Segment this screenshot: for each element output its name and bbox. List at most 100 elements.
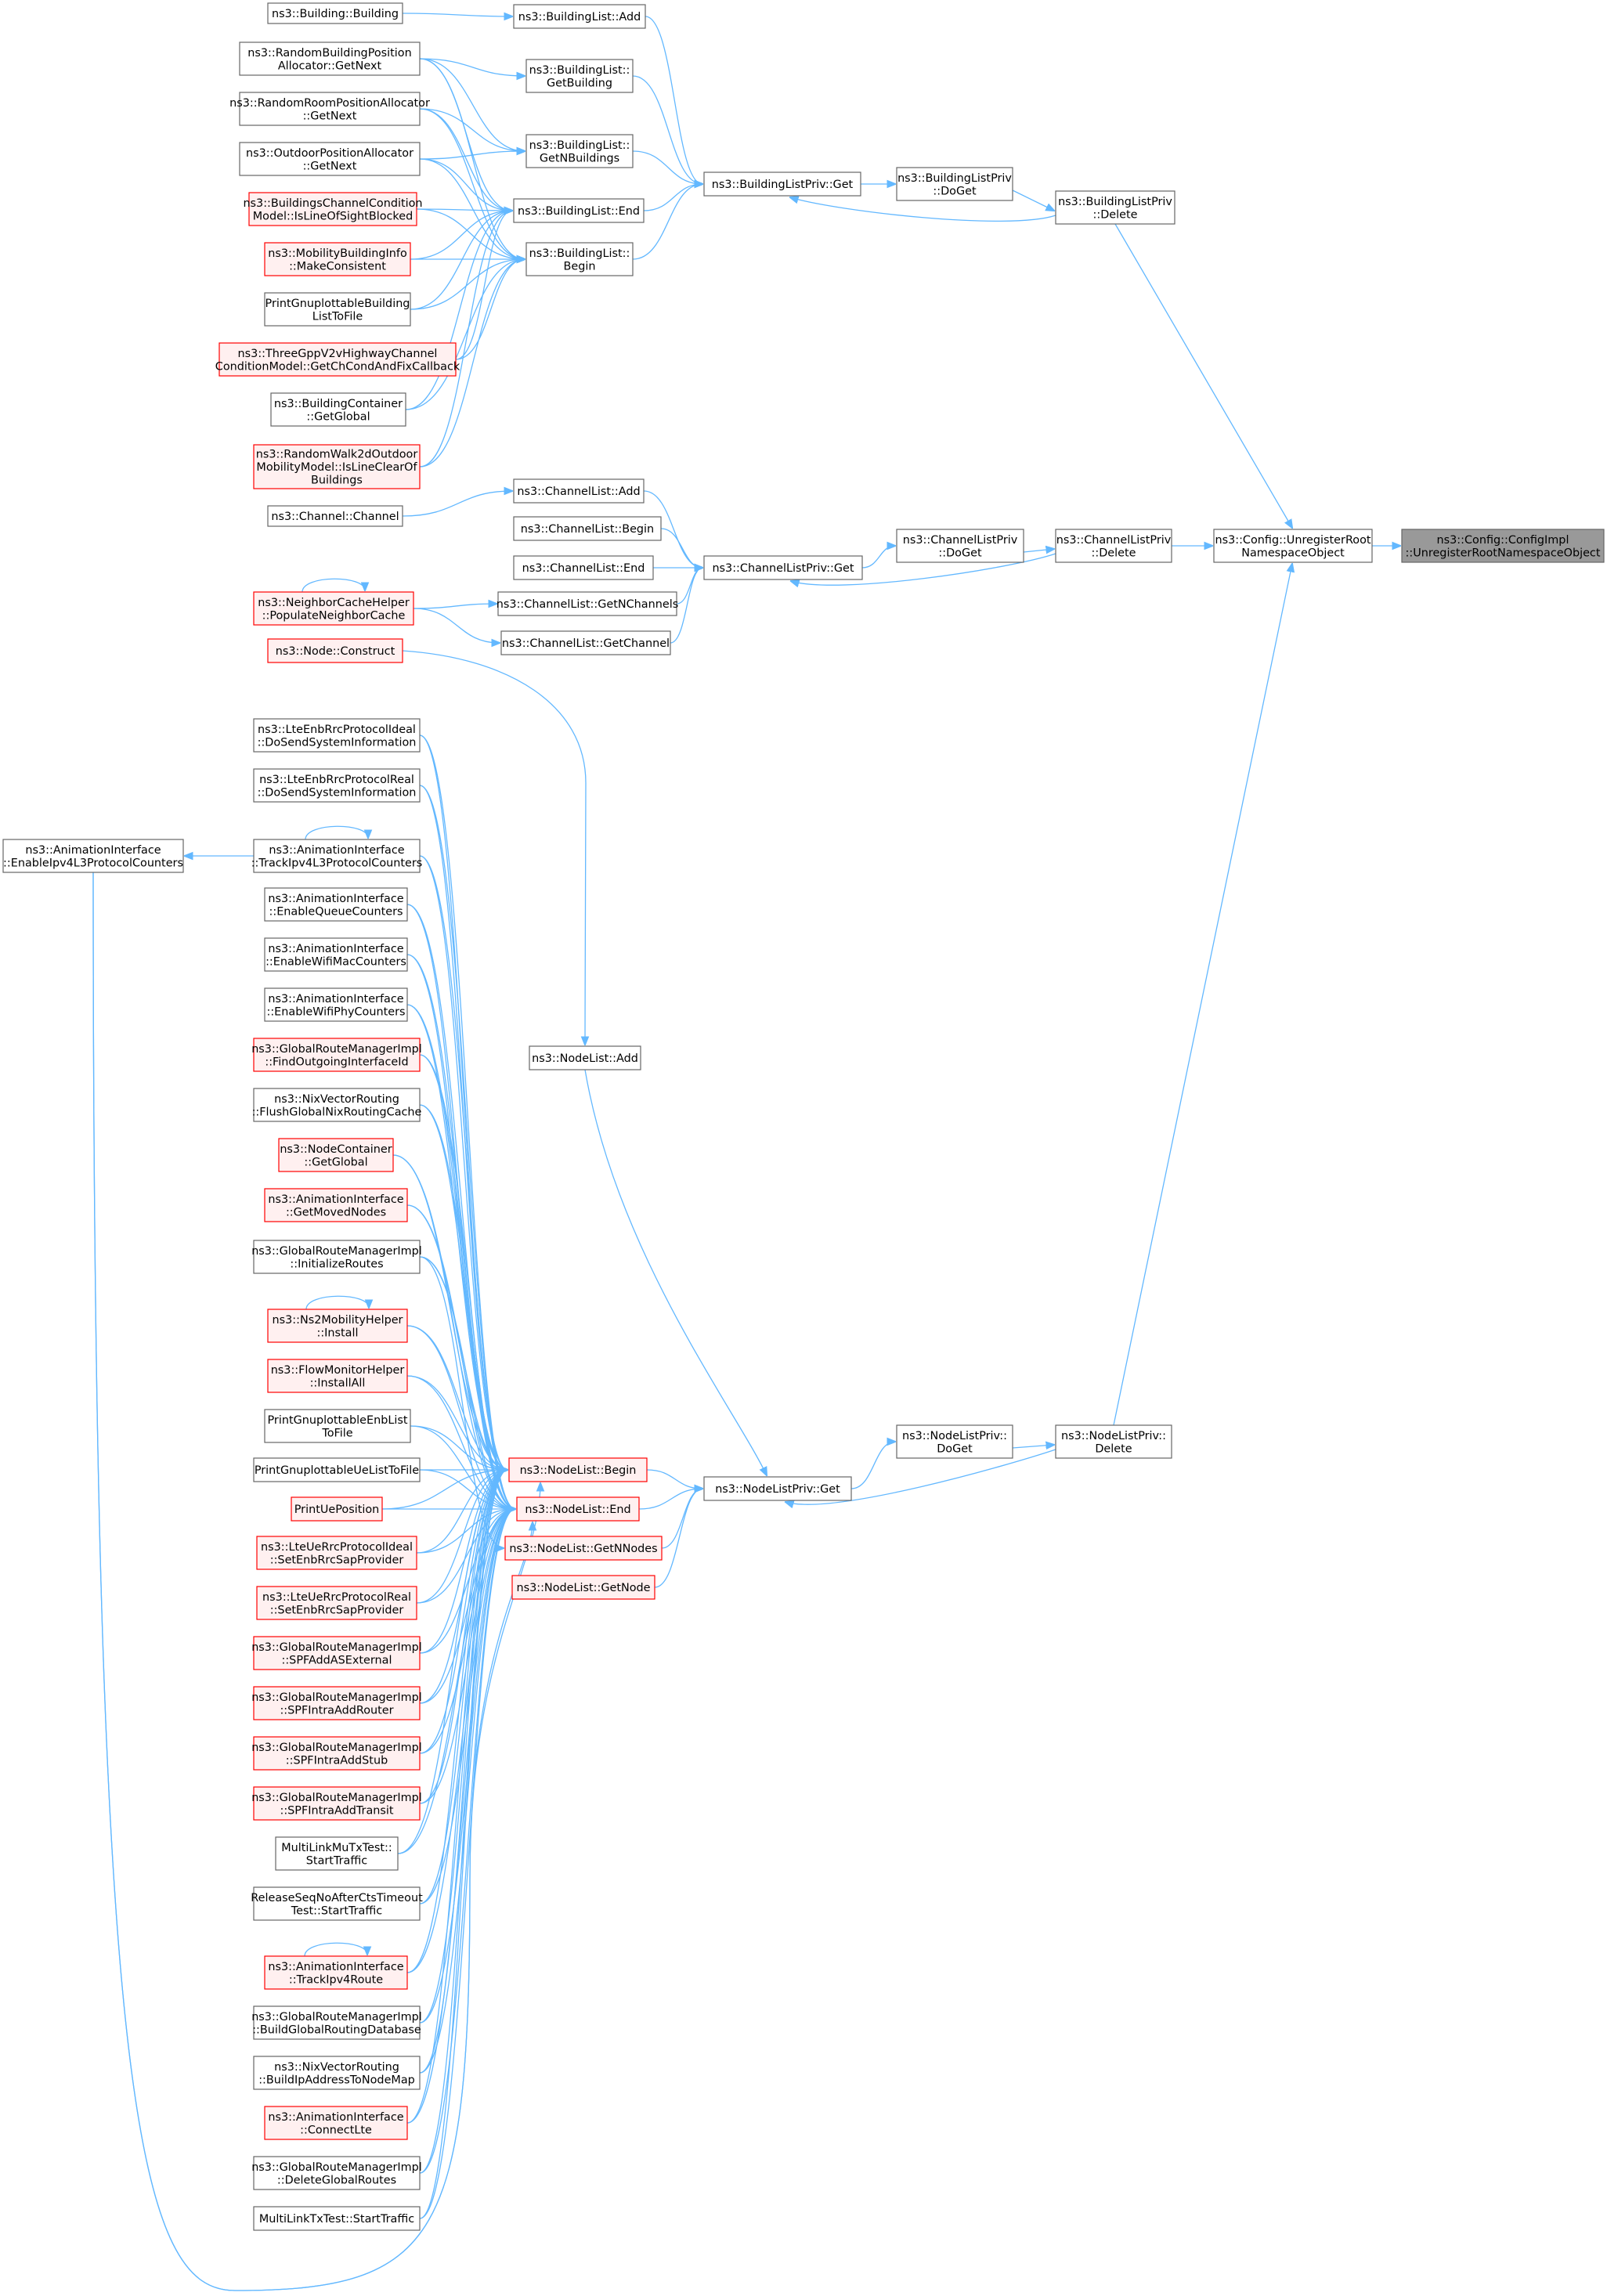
node-mbi[interactable]: ns3::MobilityBuildingInfo::MakeConsisten… — [264, 242, 411, 276]
node-ai-enable-ipv4[interactable]: ns3::AnimationInterface::EnableIpv4L3Pro… — [2, 839, 184, 873]
node-blp-delete[interactable]: ns3::BuildingListPriv::Delete — [1055, 190, 1175, 225]
node-box — [264, 887, 408, 922]
node-nl-begin[interactable]: ns3::NodeList::Begin — [508, 1457, 648, 1482]
node-bl-getbuilding[interactable]: ns3::BuildingList::GetBuilding — [525, 59, 634, 93]
node-bl-begin[interactable]: ns3::BuildingList::Begin — [525, 242, 634, 276]
node-nlp-get[interactable]: ns3::NodeListPriv::Get — [703, 1476, 852, 1501]
node-label: ns3::NodeList::Add — [532, 1052, 638, 1065]
node-ai-wifiphy[interactable]: ns3::AnimationInterface::EnableWifiPhyCo… — [264, 987, 408, 1022]
edge-blp_delete-to-blp_get — [790, 197, 1056, 222]
node-ns2-install[interactable]: ns3::Ns2MobilityHelper::Install — [267, 1309, 408, 1343]
node-grm-router[interactable]: ns3::GlobalRouteManagerImpl::SPFIntraAdd… — [251, 1686, 422, 1720]
node-bc-global[interactable]: ns3::BuildingContainer::GetGlobal — [270, 392, 406, 427]
edge-nl_end-to-nlp_get — [638, 1489, 702, 1510]
node-box — [264, 1409, 411, 1443]
node-grm-transit[interactable]: ns3::GlobalRouteManagerImpl::SPFIntraAdd… — [251, 1786, 422, 1821]
node-rw2d[interactable]: ns3::RandomWalk2dOutdoorMobilityModel::I… — [253, 444, 421, 489]
node-label: ::GetNext — [303, 110, 357, 122]
node-print-ue[interactable]: PrintUePosition — [291, 1496, 383, 1522]
node-nl-end[interactable]: ns3::NodeList::End — [516, 1496, 640, 1522]
node-box — [1401, 529, 1605, 563]
node-ch-channel[interactable]: ns3::Channel::Channel — [267, 505, 403, 527]
node-pg-ue[interactable]: PrintGnuplottableUeListToFile — [253, 1457, 421, 1482]
node-ai-queue[interactable]: ns3::AnimationInterface::EnableQueueCoun… — [264, 887, 408, 922]
node-label: ::TrackIpv4Route — [289, 1973, 383, 1986]
node-ai-lte[interactable]: ns3::AnimationInterface::ConnectLte — [264, 2106, 408, 2140]
edge-ai_moved-to-nl_end — [406, 1204, 515, 1509]
node-ai-moved[interactable]: ns3::AnimationInterface::GetMovedNodes — [264, 1188, 408, 1222]
edge-rbpa-to-bl_getbuilding — [419, 58, 525, 76]
node-grm-ase[interactable]: ns3::GlobalRouteManagerImpl::SPFAddASExt… — [251, 1636, 422, 1670]
node-mltx[interactable]: MultiLinkTxTest::StartTraffic — [253, 2206, 421, 2231]
node-rbpa[interactable]: ns3::RandomBuildingPositionAllocator::Ge… — [239, 42, 421, 76]
node-label: ns3::LteEnbRrcProtocolIdeal — [258, 724, 416, 736]
node-label: ns3::RandomWalk2dOutdoor — [256, 449, 418, 461]
node-nc-global[interactable]: ns3::NodeContainer::GetGlobal — [278, 1138, 394, 1172]
node-blp-get[interactable]: ns3::BuildingListPriv::Get — [703, 171, 861, 197]
edge-nlp_get-to-nlp_doget — [850, 1442, 895, 1489]
node-unreg[interactable]: ns3::Config::UnregisterRootNamespaceObje… — [1213, 529, 1373, 563]
node-lte-ue-real[interactable]: ns3::LteUeRrcProtocolReal::SetEnbRrcSapP… — [256, 1586, 417, 1620]
node-grm-stub[interactable]: ns3::GlobalRouteManagerImpl::SPFIntraAdd… — [251, 1736, 422, 1771]
node-nl-getnode[interactable]: ns3::NodeList::GetNode — [511, 1575, 655, 1600]
node-grm-init[interactable]: ns3::GlobalRouteManagerImpl::InitializeR… — [251, 1240, 422, 1274]
node-cl-add[interactable]: ns3::ChannelList::Add — [513, 478, 645, 504]
node-blp-doget[interactable]: ns3::BuildingListPriv::DoGet — [896, 167, 1013, 201]
node-cl-getch[interactable]: ns3::ChannelList::GetChannel — [500, 630, 671, 655]
node-label: ns3::AnimationInterface — [268, 943, 403, 955]
node-cl-end[interactable]: ns3::ChannelList::End — [513, 555, 654, 580]
node-box — [253, 2156, 421, 2190]
node-node-construct[interactable]: ns3::Node::Construct — [267, 638, 403, 663]
node-opa[interactable]: ns3::OutdoorPositionAllocator::GetNext — [239, 142, 421, 176]
node-label: ns3::ChannelList::End — [522, 562, 645, 575]
edge-ai_lte-to-nl_end — [406, 1509, 515, 2124]
node-box — [1055, 529, 1172, 563]
node-box — [1055, 1424, 1172, 1459]
edge-nl_getnode-to-nlp_get — [654, 1489, 702, 1588]
node-nlp-doget[interactable]: ns3::NodeListPriv::DoGet — [896, 1424, 1013, 1459]
node-lte-ue-ideal[interactable]: ns3::LteUeRrcProtocolIdeal::SetEnbRrcSap… — [256, 1536, 417, 1570]
edge-node_construct-to-nl_add — [402, 650, 586, 1045]
node-lte-ideal-sys[interactable]: ns3::LteEnbRrcProtocolIdeal::DoSendSyste… — [253, 718, 421, 753]
node-mlmu[interactable]: MultiLinkMuTxTest::StartTraffic — [275, 1836, 399, 1871]
node-rsn[interactable]: ReleaseSeqNoAfterCtsTimeoutTest::StartTr… — [251, 1886, 423, 1921]
node-fm-installall[interactable]: ns3::FlowMonitorHelper::InstallAll — [267, 1359, 408, 1393]
node-cl-begin[interactable]: ns3::ChannelList::Begin — [513, 516, 662, 541]
node-grm-foi[interactable]: ns3::GlobalRouteManagerImpl::FindOutgoin… — [251, 1038, 422, 1072]
node-ai-track-ipv4l3[interactable]: ns3::AnimationInterface::TrackIpv4L3Prot… — [251, 839, 423, 873]
node-focus[interactable]: ns3::Config::ConfigImpl::UnregisterRootN… — [1401, 529, 1605, 563]
node-nch[interactable]: ns3::NeighborCacheHelper::PopulateNeighb… — [253, 591, 414, 626]
node-bcm[interactable]: ns3::BuildingsChannelConditionModel::IsL… — [243, 192, 423, 226]
node-bl-add[interactable]: ns3::BuildingList::Add — [513, 4, 646, 29]
node-nix-build[interactable]: ns3::NixVectorRouting::BuildIpAddressToN… — [253, 2056, 421, 2090]
node-clp-get[interactable]: ns3::ChannelListPriv::Get — [703, 555, 863, 580]
node-grm-build[interactable]: ns3::GlobalRouteManagerImpl::BuildGlobal… — [251, 2005, 422, 2040]
node-ai-track-route[interactable]: ns3::AnimationInterface::TrackIpv4Route — [264, 1955, 408, 1990]
node-bl-getn[interactable]: ns3::BuildingList::GetNBuildings — [525, 134, 634, 168]
node-grm-delete[interactable]: ns3::GlobalRouteManagerImpl::DeleteGloba… — [251, 2156, 422, 2190]
node-nl-add[interactable]: ns3::NodeList::Add — [529, 1045, 641, 1070]
edge-bl_end-to-blp_get — [643, 184, 702, 211]
edge-grm_ase-to-nl_end — [419, 1509, 515, 1654]
node-box — [270, 392, 406, 427]
edge-nix_flush-to-nl_begin — [419, 1104, 507, 1470]
node-tgv2v[interactable]: ns3::ThreeGppV2vHighwayChannelConditionM… — [215, 342, 460, 377]
node-ai-wifimac[interactable]: ns3::AnimationInterface::EnableWifiMacCo… — [264, 937, 408, 972]
node-rrpa[interactable]: ns3::RandomRoomPositionAllocator::GetNex… — [229, 92, 430, 126]
node-bl-end[interactable]: ns3::BuildingList::End — [513, 198, 645, 223]
node-clp-doget[interactable]: ns3::ChannelListPriv::DoGet — [896, 529, 1024, 563]
node-label: ns3::ChannelListPriv — [903, 534, 1018, 547]
node-box — [513, 478, 645, 504]
node-nl-getn[interactable]: ns3::NodeList::GetNNodes — [504, 1536, 663, 1561]
node-nlp-delete[interactable]: ns3::NodeListPriv::Delete — [1055, 1424, 1172, 1459]
node-b-building[interactable]: ns3::Building::Building — [267, 2, 403, 24]
node-label: ns3::AnimationInterface — [268, 993, 403, 1005]
node-cl-getn[interactable]: ns3::ChannelList::GetNChannels — [497, 591, 678, 616]
edge-opa-to-bl_getn — [419, 151, 525, 160]
node-nix-flush[interactable]: ns3::NixVectorRouting::FlushGlobalNixRou… — [252, 1088, 422, 1122]
node-clp-delete[interactable]: ns3::ChannelListPriv::Delete — [1055, 529, 1172, 563]
node-lte-real-sys[interactable]: ns3::LteEnbRrcProtocolReal::DoSendSystem… — [253, 768, 421, 803]
node-label: ::Delete — [1092, 547, 1136, 559]
